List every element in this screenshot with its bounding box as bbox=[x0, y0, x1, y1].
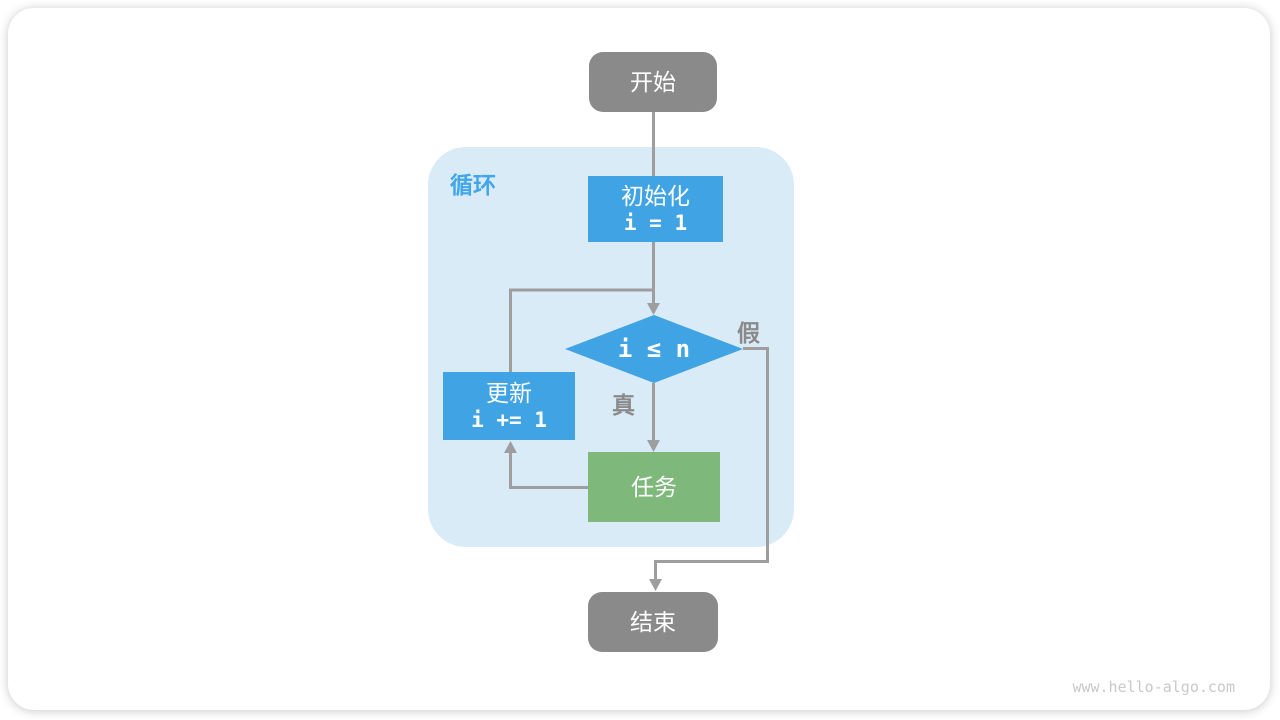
edge-label-true: 真 bbox=[612, 392, 635, 418]
node-start-label: 开始 bbox=[630, 68, 676, 95]
arrow-into-update bbox=[504, 441, 517, 453]
node-start: 开始 bbox=[589, 52, 717, 112]
edge-task-to-update bbox=[509, 452, 588, 489]
node-task: 任务 bbox=[588, 452, 720, 522]
node-end-label: 结束 bbox=[630, 608, 676, 635]
edge-condition-false bbox=[654, 347, 769, 580]
loop-scope-label: 循环 bbox=[450, 172, 496, 198]
edge-label-false: 假 bbox=[737, 320, 760, 346]
arrow-into-end bbox=[649, 579, 662, 591]
node-initialize-code: i = 1 bbox=[623, 211, 688, 236]
node-end: 结束 bbox=[588, 592, 718, 652]
node-update-code: i += 1 bbox=[471, 408, 547, 433]
watermark-text: www.hello-algo.com bbox=[1072, 678, 1235, 696]
arrow-into-task bbox=[647, 440, 660, 452]
node-condition-expression: i ≤ n bbox=[617, 335, 691, 363]
arrow-into-condition bbox=[647, 303, 660, 315]
node-initialize-title: 初始化 bbox=[621, 182, 690, 209]
node-update-title: 更新 bbox=[486, 379, 532, 406]
arrowheads bbox=[504, 303, 662, 591]
node-update: 更新 i += 1 bbox=[443, 372, 575, 440]
node-initialize: 初始化 i = 1 bbox=[588, 176, 723, 242]
node-task-label: 任务 bbox=[631, 473, 677, 500]
edge-update-loopback bbox=[509, 288, 652, 372]
